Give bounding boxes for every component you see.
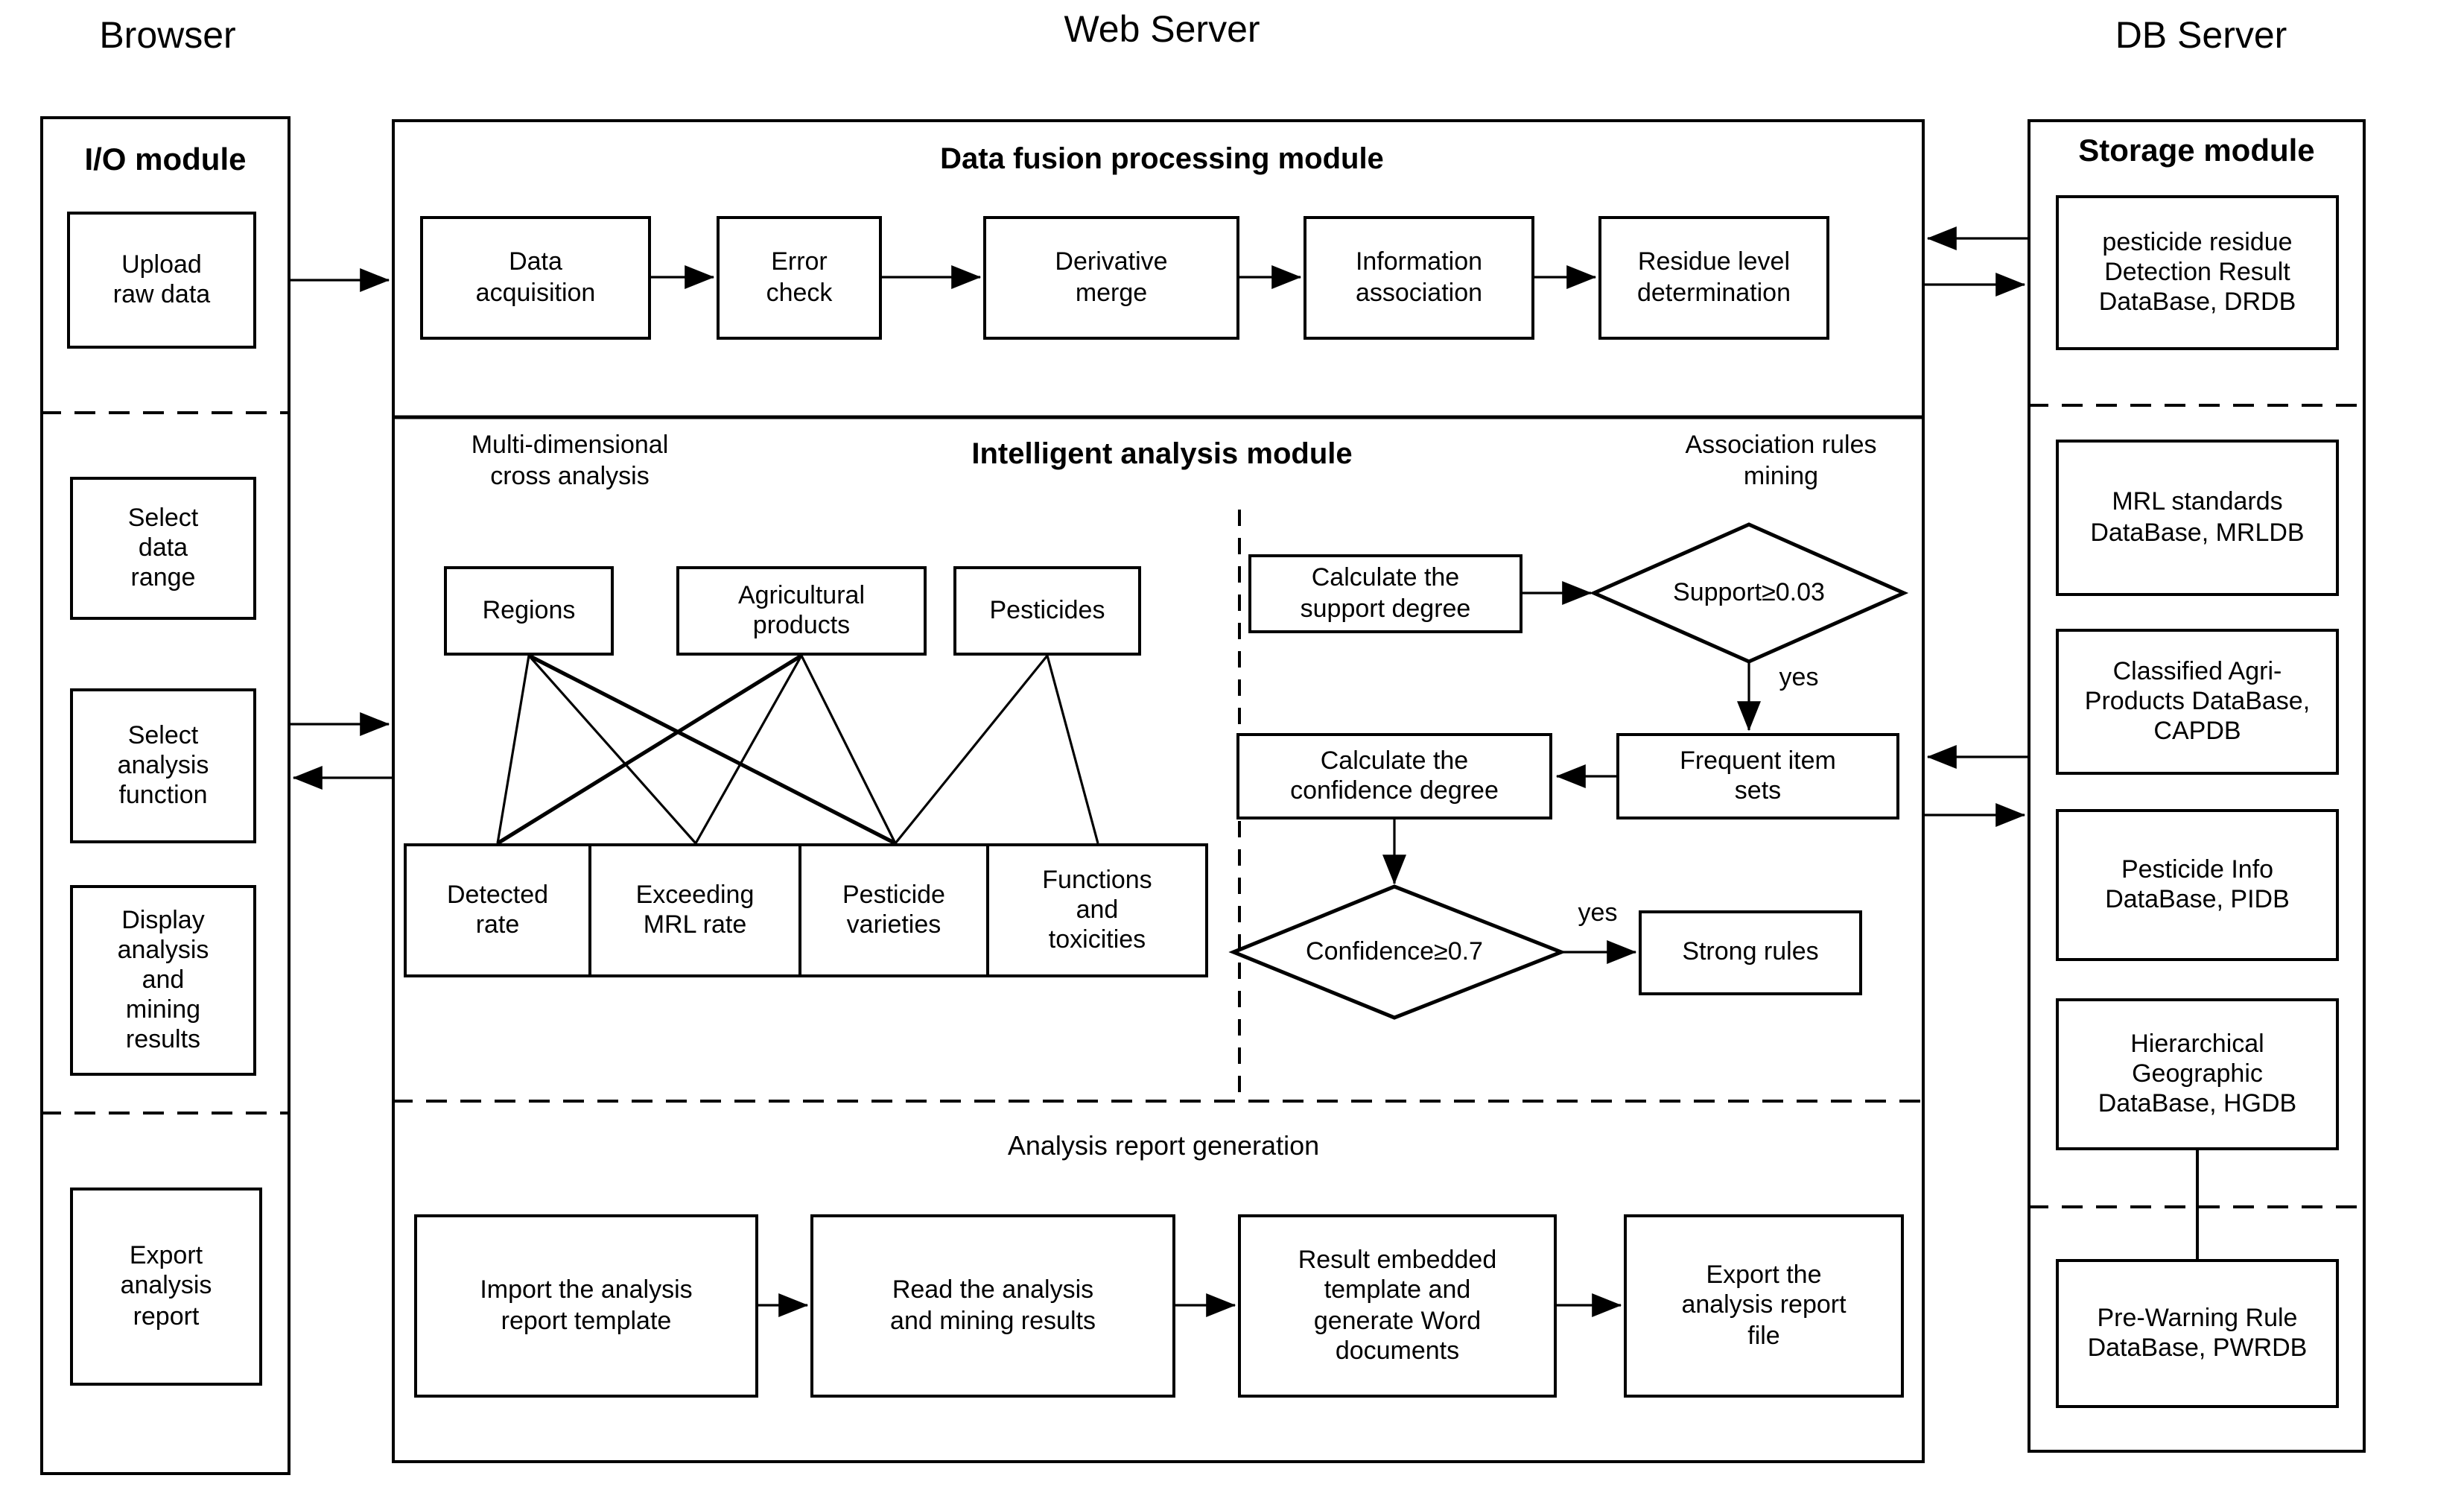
browser-column-title: Browser	[99, 15, 236, 57]
support-decision-diamond	[1589, 522, 1909, 664]
display-results-box: Display analysis and mining results	[70, 885, 256, 1076]
web-server-panel	[392, 119, 1925, 1463]
fusion-step-error-check: Error check	[717, 216, 882, 340]
cross-analysis-lines	[496, 653, 1099, 846]
strong-rules-box: Strong rules	[1639, 910, 1862, 995]
measure-detected-rate-box: Detected rate	[404, 843, 591, 977]
dimension-regions-box: Regions	[444, 566, 614, 656]
io-module-title: I/O module	[84, 143, 247, 177]
database-capdb-box: Classified Agri- Products DataBase, CAPD…	[2056, 629, 2339, 775]
report-step-import-template: Import the analysis report template	[414, 1214, 758, 1398]
dimension-agricultural-products-box: Agricultural products	[676, 566, 927, 656]
database-drdb-box: pesticide residue Detection Result DataB…	[2056, 195, 2339, 350]
database-pwrdb-box: Pre-Warning Rule DataBase, PWRDB	[2056, 1259, 2339, 1408]
association-rules-label: Association rules mining	[1685, 431, 1877, 491]
support-condition-label: Support≥0.03	[1673, 577, 1825, 606]
cross-analysis-label: Multi-dimensional cross analysis	[471, 431, 669, 491]
decision-diamonds	[1228, 522, 1909, 1020]
measure-pesticide-varieties-box: Pesticide varieties	[798, 843, 989, 977]
association-flow-arrows	[1382, 581, 1761, 964]
select-data-range-box: Select data range	[70, 477, 256, 620]
report-step-export-file: Export the analysis report file	[1624, 1214, 1904, 1398]
frequent-item-sets-box: Frequent item sets	[1616, 733, 1899, 819]
db-server-column-title: DB Server	[2115, 15, 2287, 57]
browser-panel	[40, 116, 290, 1475]
database-pidb-box: Pesticide Info DataBase, PIDB	[2056, 809, 2339, 961]
intelligent-analysis-module-title: Intelligent analysis module	[971, 438, 1353, 471]
web-server-column-title: Web Server	[1064, 9, 1260, 51]
database-hgdb-box: Hierarchical Geographic DataBase, HGDB	[2056, 998, 2339, 1150]
support-yes-label: yes	[1779, 663, 1819, 691]
confidence-condition-label: Confidence≥0.7	[1306, 936, 1483, 966]
calculate-confidence-degree-box: Calculate the confidence degree	[1236, 733, 1552, 819]
dimension-pesticides-box: Pesticides	[953, 566, 1141, 656]
measure-exceeding-mrl-box: Exceeding MRL rate	[588, 843, 801, 977]
measure-functions-toxicities-box: Functions and toxicities	[986, 843, 1208, 977]
report-generation-title: Analysis report generation	[1007, 1131, 1320, 1161]
report-step-generate-word: Result embedded template and generate Wo…	[1238, 1214, 1557, 1398]
export-analysis-report-box: Export analysis report	[70, 1188, 262, 1386]
report-step-read-results: Read the analysis and mining results	[810, 1214, 1175, 1398]
connector-arrows	[290, 226, 2028, 827]
fusion-step-residue-level: Residue level determination	[1598, 216, 1829, 340]
data-fusion-module-title: Data fusion processing module	[940, 143, 1384, 176]
fusion-step-derivative-merge: Derivative merge	[983, 216, 1239, 340]
fusion-step-data-acquisition: Data acquisition	[420, 216, 651, 340]
storage-module-title: Storage module	[2078, 134, 2315, 168]
confidence-decision-diamond	[1228, 884, 1566, 1020]
select-analysis-function-box: Select analysis function	[70, 688, 256, 843]
storage-panel	[2028, 119, 2366, 1453]
upload-raw-data-box: Upload raw data	[67, 212, 256, 349]
database-mrldb-box: MRL standards DataBase, MRLDB	[2056, 440, 2339, 596]
confidence-yes-label: yes	[1578, 898, 1618, 927]
calculate-support-degree-box: Calculate the support degree	[1248, 554, 1522, 633]
fusion-step-information-association: Information association	[1304, 216, 1534, 340]
